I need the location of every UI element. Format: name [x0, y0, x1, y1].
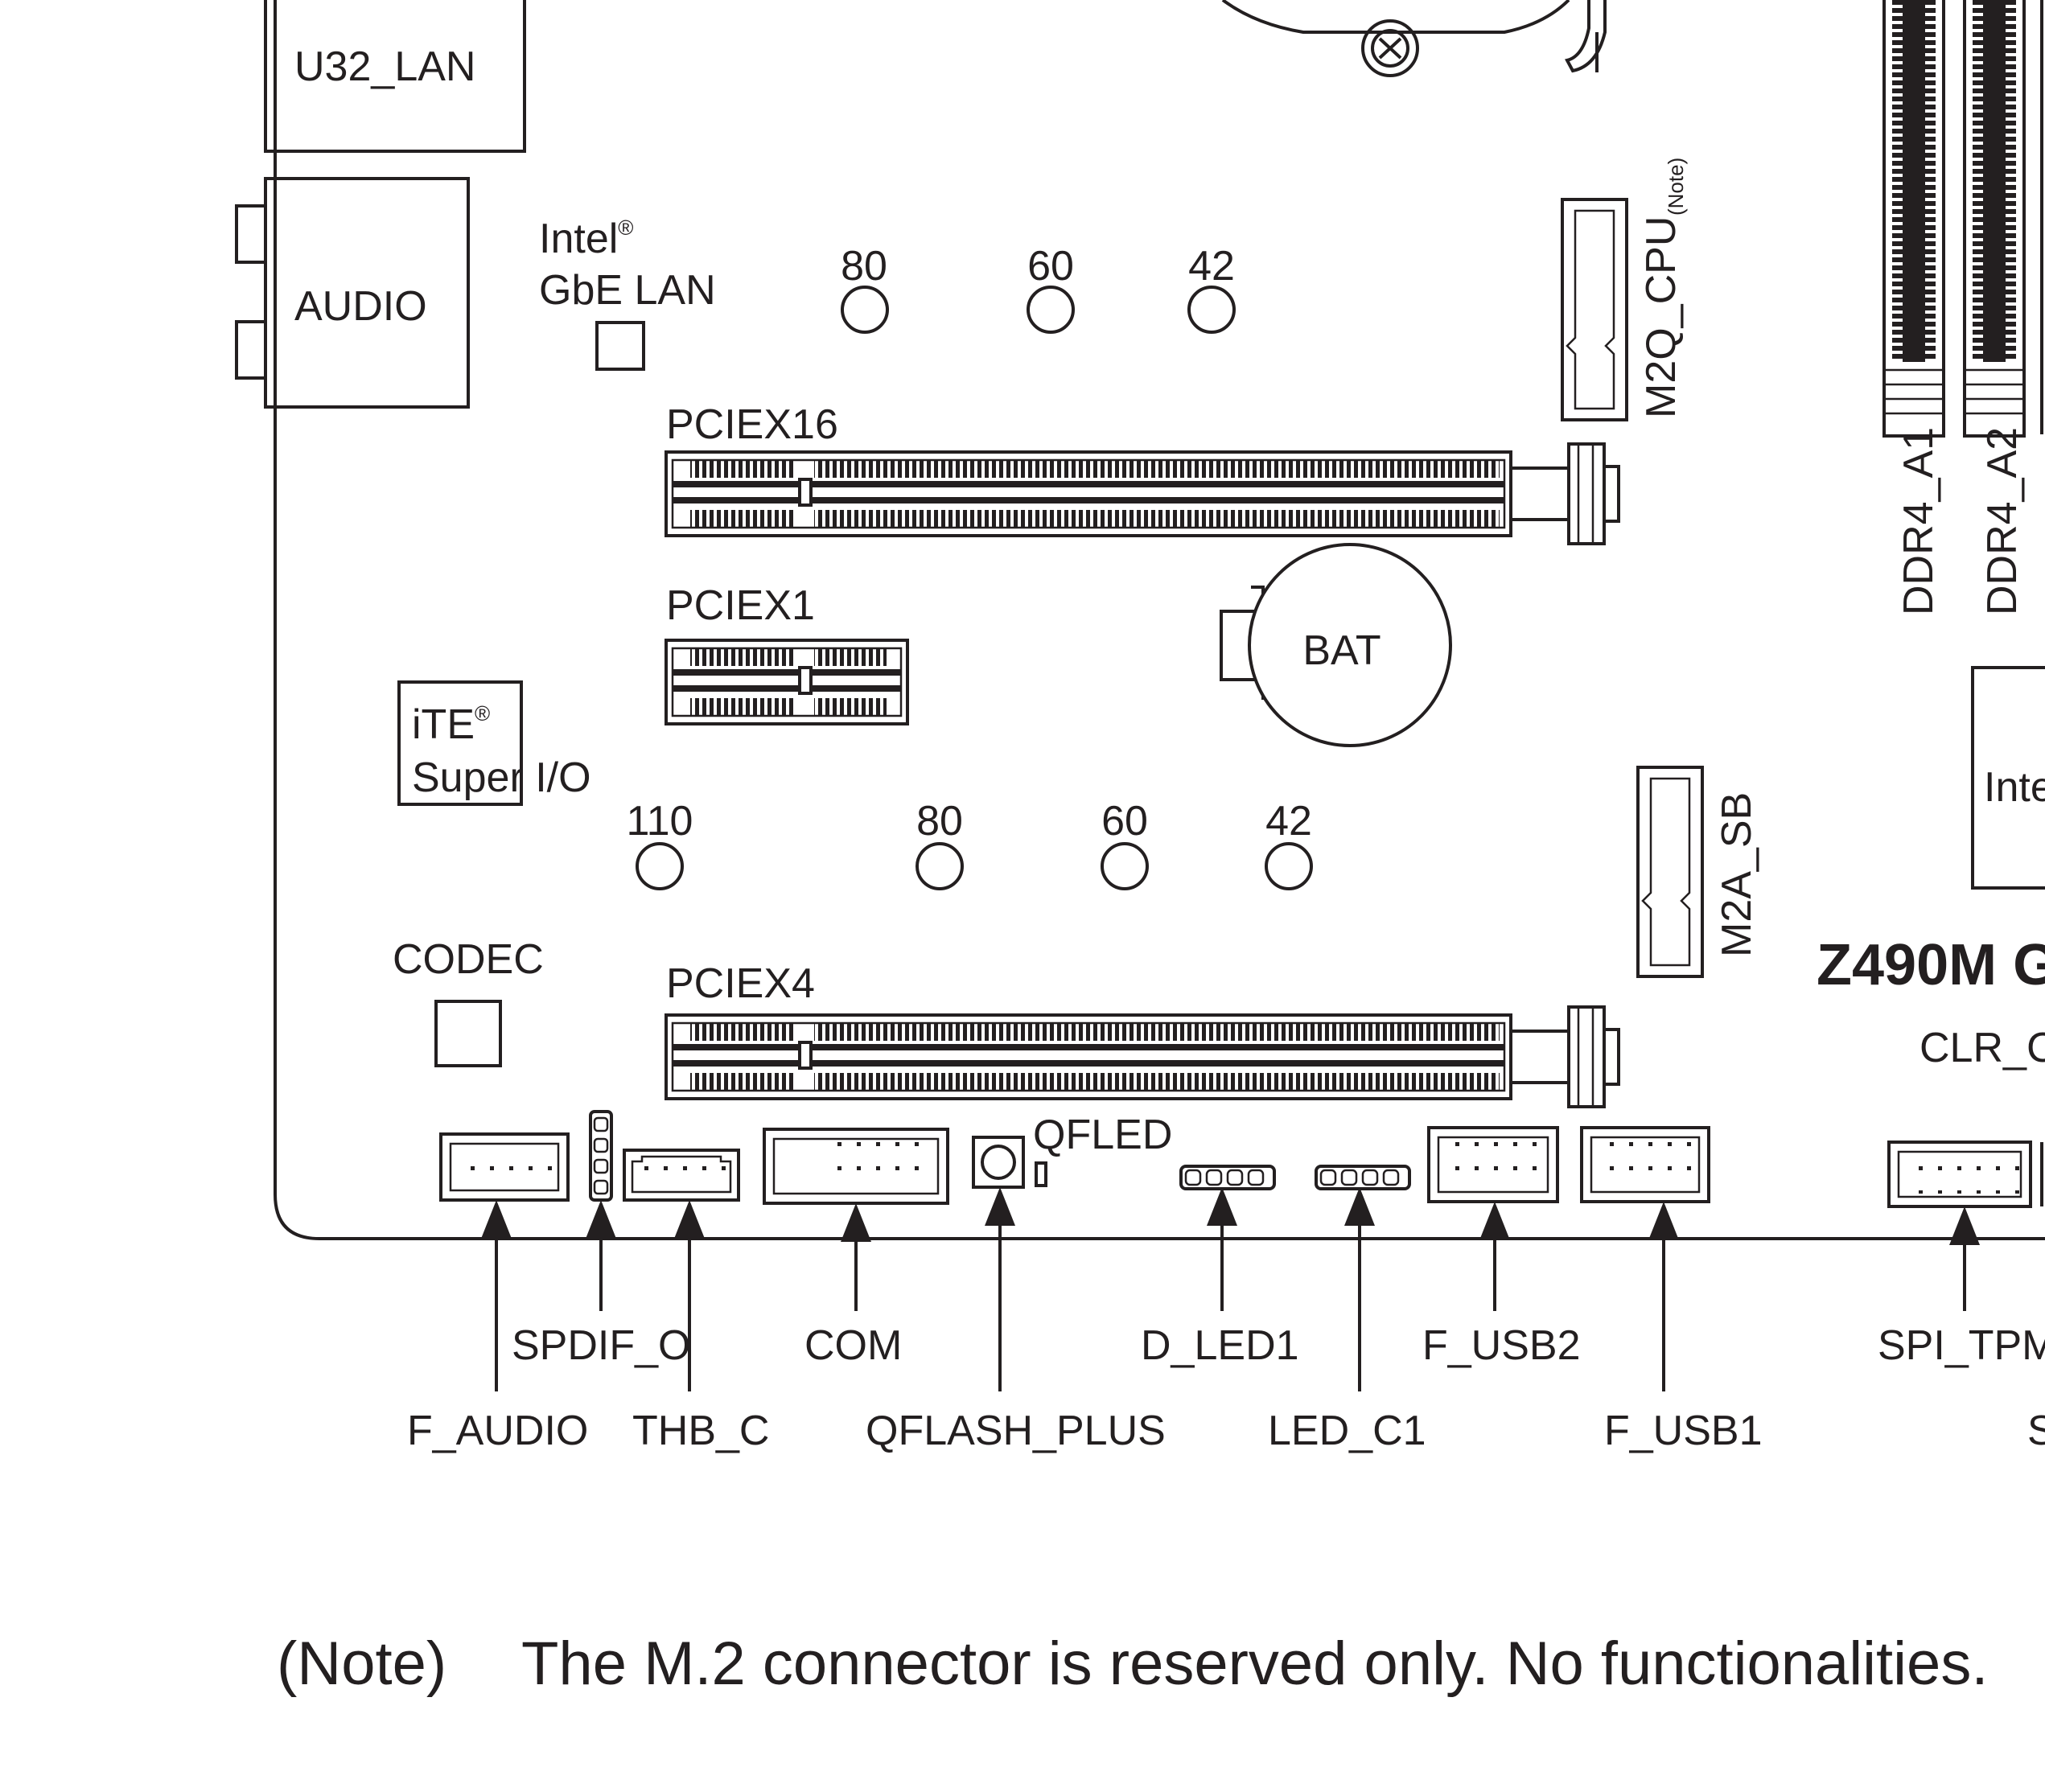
intel-chipset: Inte: [1971, 666, 2045, 890]
super-io-label: Super I/O: [412, 754, 591, 801]
codec-chip: CODEC: [393, 936, 544, 1067]
m2a-sb-label: M2A_SB: [1714, 792, 1760, 957]
m2q-cpu-note-marker: (Note): [1664, 158, 1688, 216]
spi-tpm-label: SPI_TPM: [1878, 1322, 2045, 1369]
intel-gbe-lan-chip: Intel® GbE LAN: [539, 216, 716, 371]
f-usb2-label: F_USB2: [1422, 1322, 1581, 1369]
footnote-marker: (Note): [277, 1630, 446, 1698]
f-audio-header: [439, 1132, 570, 1202]
f-audio-label: F_AUDIO: [407, 1408, 588, 1454]
board-outline: [274, 0, 2045, 1240]
intel-label: Intel: [539, 216, 618, 262]
thb-c-label: THB_C: [632, 1408, 769, 1454]
m2-standoffs-top: 80 60 42: [841, 243, 1236, 334]
callout-arrows: [481, 1187, 1980, 1391]
partial-header-label: S: [2027, 1408, 2045, 1454]
svg-text:iTE®: iTE®: [412, 701, 490, 748]
audio-label: AUDIO: [294, 283, 427, 330]
battery-label: BAT: [1302, 627, 1380, 674]
intel-chipset-label: Inte: [1984, 764, 2045, 811]
led-c1-header: [1315, 1165, 1411, 1190]
pciex16-label: PCIEX16: [666, 401, 838, 448]
qflash-plus-button: QFLED: [972, 1112, 1172, 1189]
ddr4-a2-label: DDR4_A2: [1979, 427, 2026, 615]
spdif-o-label: SPDIF_O: [512, 1322, 691, 1369]
ddr4-a1-label: DDR4_A1: [1895, 427, 1942, 615]
qflash-plus-label: QFLASH_PLUS: [866, 1408, 1166, 1454]
gbe-lan-label: GbE LAN: [539, 267, 716, 314]
ite-registered-mark: ®: [475, 701, 490, 725]
thb-c-header: [623, 1149, 740, 1202]
d-led1-label: D_LED1: [1141, 1322, 1299, 1369]
ite-label: iTE: [412, 701, 475, 748]
registered-mark: ®: [618, 216, 633, 240]
com-label: COM: [804, 1322, 902, 1369]
com-header: [763, 1128, 949, 1205]
u32-lan-port: U32_LAN: [264, 0, 526, 153]
standoff-42-label: 42: [1188, 243, 1235, 290]
codec-label: CODEC: [393, 936, 544, 983]
f-usb2-header: [1427, 1126, 1559, 1203]
footnote-text: The M.2 connector is reserved only. No f…: [521, 1630, 1988, 1698]
cmos-battery: BAT: [1220, 543, 1452, 747]
dimm-slot-a1: DDR4_A1: [1882, 0, 1945, 615]
pciex1-label: PCIEX1: [666, 582, 815, 629]
f-usb1-label: F_USB1: [1604, 1408, 1763, 1454]
m2q-cpu-label: M2Q_CPU: [1638, 216, 1685, 418]
u32-lan-label: U32_LAN: [294, 43, 475, 90]
m2q-cpu-slot: M2Q_CPU (Note): [1561, 158, 1688, 421]
standoff-110-label: 110: [627, 798, 693, 845]
standoff-80b-label: 80: [916, 798, 963, 845]
pciex4-slot: PCIEX4: [665, 960, 1620, 1108]
qfled-label: QFLED: [1033, 1112, 1172, 1158]
ite-super-io-chip: iTE® Super I/O: [397, 680, 591, 806]
led-c1-label: LED_C1: [1268, 1408, 1426, 1454]
footnote: (Note) The M.2 connector is reserved onl…: [277, 1630, 1988, 1698]
spdif-o-header: [589, 1110, 613, 1202]
board-model-label: Z490M G: [1817, 933, 2045, 997]
spi-tpm-header: [1887, 1141, 2032, 1208]
audio-jack: AUDIO: [235, 177, 470, 409]
pciex4-label: PCIEX4: [666, 960, 815, 1007]
m2a-sb-slot: M2A_SB: [1636, 766, 1760, 978]
f-usb1-header: [1580, 1126, 1710, 1203]
d-led1-header: [1179, 1165, 1276, 1190]
cpu-socket-edge: [1221, 0, 1607, 77]
standoff-60b-label: 60: [1101, 798, 1148, 845]
clr-cmos-label: CLR_C: [1920, 1025, 2045, 1071]
m2-standoffs-bottom: 110 80 60 42: [627, 798, 1313, 890]
svg-text:Intel®: Intel®: [539, 216, 633, 262]
pciex16-slot: PCIEX16: [665, 401, 1620, 545]
dimm-slot-a2: DDR4_A2: [1963, 0, 2026, 615]
pciex1-slot: PCIEX1: [665, 582, 909, 725]
standoff-42b-label: 42: [1265, 798, 1312, 845]
standoff-80-label: 80: [841, 243, 887, 290]
standoff-60-label: 60: [1027, 243, 1074, 290]
